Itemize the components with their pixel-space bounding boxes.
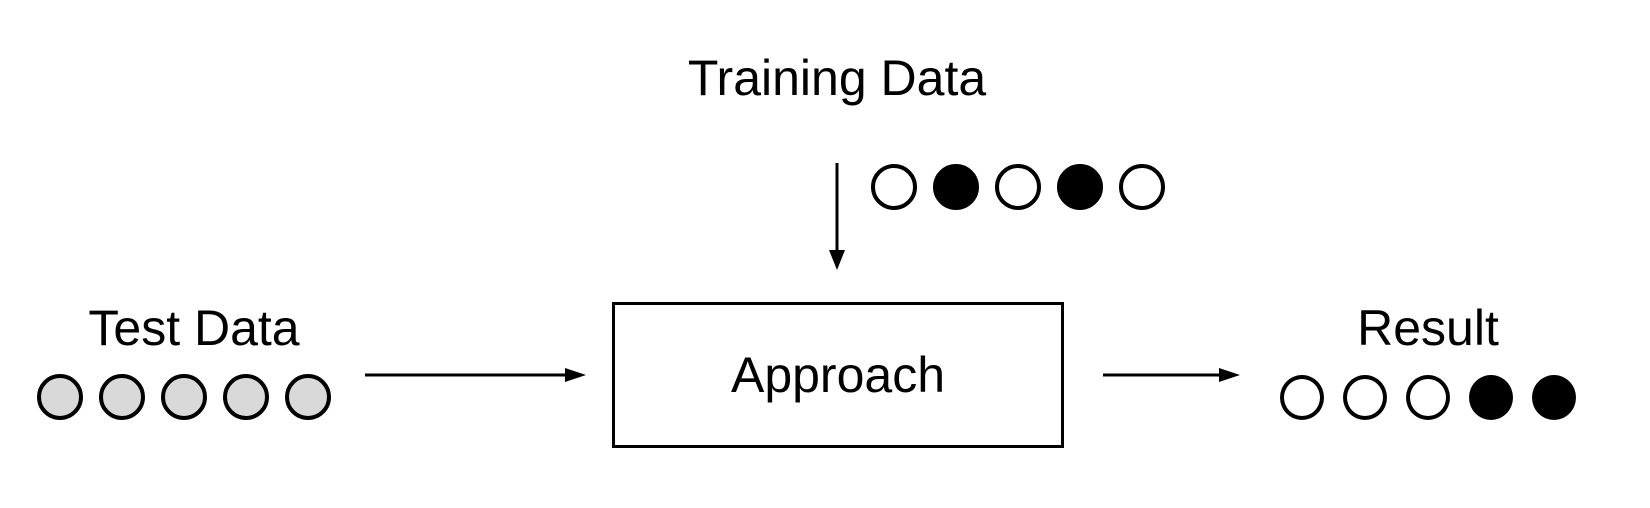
training-data-label: Training Data xyxy=(687,50,987,106)
approach-label: Approach xyxy=(730,347,946,403)
white-circle xyxy=(1406,375,1450,420)
white-circle xyxy=(1343,375,1387,420)
approach-box: Approach xyxy=(612,302,1064,448)
result-circles xyxy=(1280,375,1576,420)
gray-circle xyxy=(161,374,207,420)
white-circle xyxy=(995,164,1041,210)
gray-circle xyxy=(37,374,83,420)
test-data-circles xyxy=(37,374,331,420)
test-data-label: Test Data xyxy=(88,300,300,356)
gray-circle xyxy=(223,374,269,420)
training-to-approach-arrow xyxy=(829,163,845,270)
training-data-circles xyxy=(871,164,1165,210)
approach-to-result-arrow xyxy=(1103,368,1240,382)
black-circle xyxy=(1057,164,1103,210)
white-circle xyxy=(871,164,917,210)
gray-circle xyxy=(285,374,331,420)
black-circle xyxy=(1469,375,1513,420)
gray-circle xyxy=(99,374,145,420)
result-label: Result xyxy=(1357,300,1499,356)
white-circle xyxy=(1280,375,1324,420)
black-circle xyxy=(1532,375,1576,420)
test-to-approach-arrow xyxy=(365,368,586,382)
black-circle xyxy=(933,164,979,210)
white-circle xyxy=(1119,164,1165,210)
